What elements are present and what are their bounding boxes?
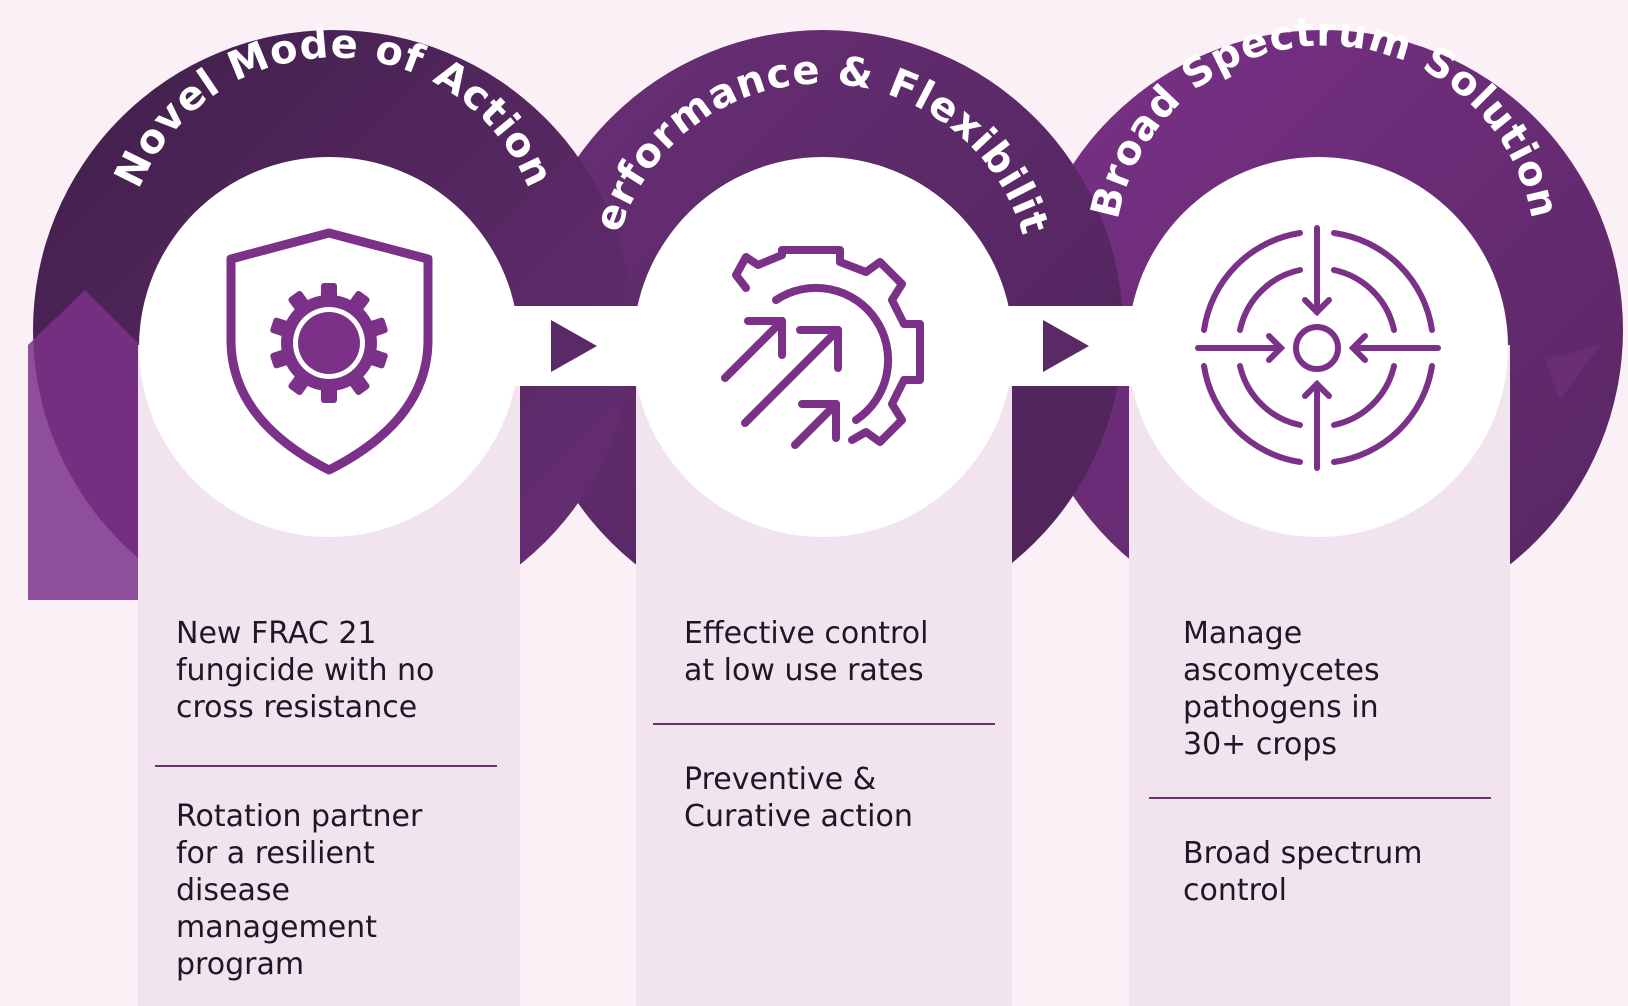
shield-gear-icon — [226, 228, 433, 475]
column-2-point-1: Effective control at low use rates — [684, 616, 938, 688]
ring-3-accent — [1545, 345, 1600, 400]
column-1-point-1: New FRAC 21 fungicide with no cross resi… — [176, 616, 444, 725]
flow-arrow-2-icon — [1043, 320, 1089, 372]
target-icon — [1195, 225, 1441, 471]
flow-arrow-1-icon — [551, 320, 597, 372]
gear-arrows-icon — [721, 246, 924, 449]
ring-1-accent — [28, 290, 140, 600]
icon-circle-3 — [1128, 157, 1508, 537]
column-1-point-2: Rotation partner for a resilient disease… — [176, 799, 432, 982]
column-3-point-2: Broad spectrum control — [1183, 836, 1432, 908]
column-2-point-2: Preventive & Curative action — [684, 762, 913, 834]
column-3-point-1: Manage ascomycetes pathogens in 30+ crop… — [1183, 616, 1389, 762]
